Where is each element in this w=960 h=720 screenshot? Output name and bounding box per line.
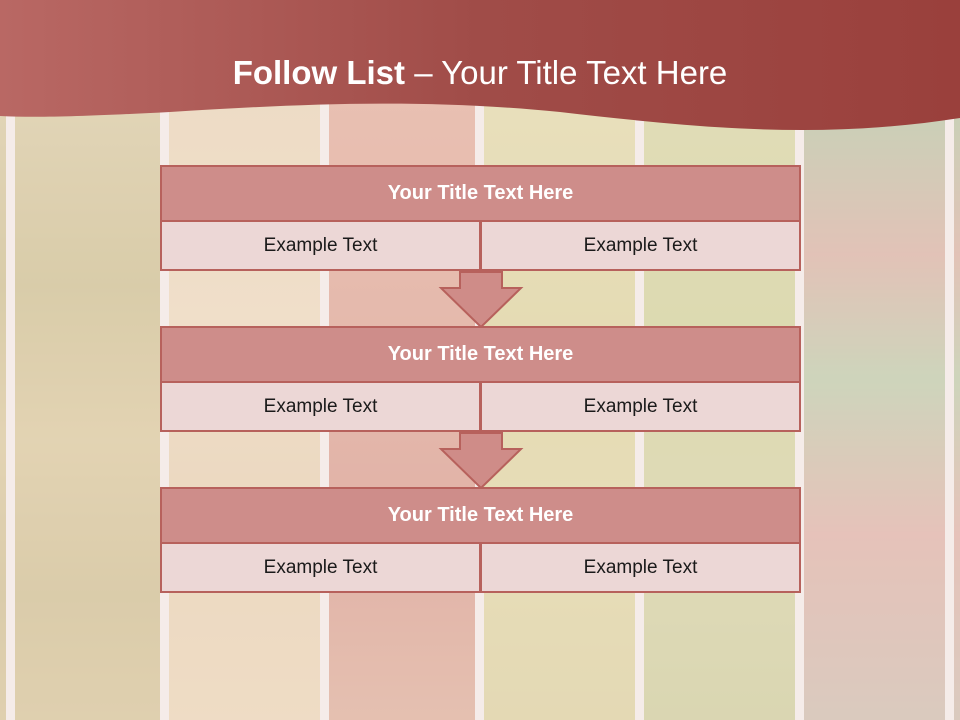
slide-title: Follow List – Your Title Text Here	[0, 54, 960, 92]
block-cell-right: Example Text	[481, 544, 801, 593]
block-title: Your Title Text Here	[160, 165, 801, 222]
slide-title-strong: Follow List	[232, 54, 406, 91]
block-title: Your Title Text Here	[160, 326, 801, 383]
block-cell-right: Example Text	[481, 222, 801, 271]
slide-title-rest: – Your Title Text Here	[414, 54, 728, 91]
block-row: Example Text Example Text	[160, 544, 801, 593]
down-arrow-icon	[438, 271, 524, 329]
header-band	[0, 0, 960, 131]
block-cell-left: Example Text	[160, 544, 481, 593]
block-cell-left: Example Text	[160, 222, 481, 271]
down-arrow-icon	[438, 432, 524, 490]
block-title: Your Title Text Here	[160, 487, 801, 544]
block-cell-right: Example Text	[481, 383, 801, 432]
block-cell-left: Example Text	[160, 383, 481, 432]
block-row: Example Text Example Text	[160, 222, 801, 271]
block-row: Example Text Example Text	[160, 383, 801, 432]
list-block-1: Your Title Text Here Example Text Exampl…	[160, 165, 801, 271]
list-block-2: Your Title Text Here Example Text Exampl…	[160, 326, 801, 432]
list-block-3: Your Title Text Here Example Text Exampl…	[160, 487, 801, 593]
